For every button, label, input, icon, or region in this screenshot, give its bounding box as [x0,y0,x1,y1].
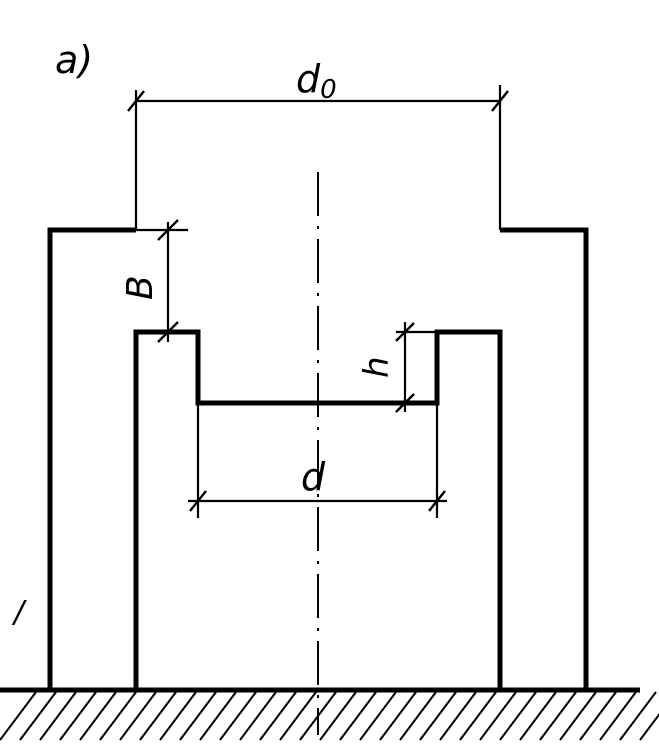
hatch-line [439,691,477,741]
hatch-line [179,691,217,741]
hatch-line [199,691,237,741]
recess-depth-dimension [395,322,437,413]
hatch-line [19,691,57,741]
hatch-line [219,691,257,741]
hatch-line [159,691,197,741]
hatch-line [79,691,117,741]
hatch-line [559,691,597,741]
hatch-line [639,713,659,741]
outer-body-outline [47,227,589,690]
hatch-line [599,691,637,741]
hatch-line [359,691,397,741]
outer-width-label: d0 [296,57,337,105]
figure-label: a) [55,38,93,82]
hatch-line [379,691,417,741]
hatch-line [39,691,77,741]
stray-mark: / [11,595,27,630]
hatch-line [239,691,277,741]
hatch-line [119,691,157,741]
hatch-line [579,691,617,741]
hatch-line [59,691,97,741]
wall-thickness-label: B [120,275,161,300]
hatch-line [339,691,377,741]
ground-hatching [0,691,659,741]
outer-width-dimension [127,85,509,230]
hatch-line [299,691,337,741]
hatch-line [319,691,357,741]
hatch-line [499,691,537,741]
hatch-line [0,691,37,741]
inner-width-dimension [188,403,447,518]
inner-body-outline [133,329,503,690]
hatch-line [99,691,137,741]
hatch-line [399,691,437,741]
hatch-line [459,691,497,741]
hatch-line [619,691,657,741]
hatch-line [139,691,177,741]
recess-depth-label: h [357,356,397,378]
wall-thickness-dimension [136,219,198,343]
hatch-line [279,691,317,741]
hatch-line [479,691,517,741]
hatch-line [539,691,577,741]
inner-width-label: d [301,455,326,499]
hatch-line [259,691,297,741]
hatch-line [419,691,457,741]
hatch-line [519,691,557,741]
